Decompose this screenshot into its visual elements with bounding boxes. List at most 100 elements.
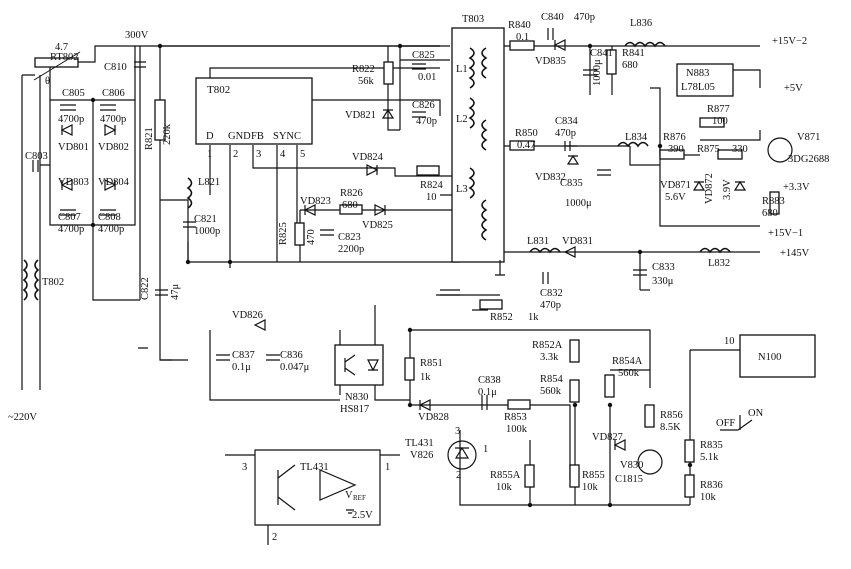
r854-value: 560k [540,386,562,397]
r825-value: 470 [306,229,317,245]
r822-value: 56k [358,76,375,87]
inset-tl431-name: TL431 [300,462,329,473]
c833-value: 330μ [652,276,674,287]
tl431-opamp [319,469,357,501]
v826-body [447,440,477,470]
v871-body [767,137,793,163]
rt802-symbol [34,57,79,68]
c841-value: 1000μ [592,59,603,86]
junction-dots [90,43,693,508]
c834-ref: C834 [555,116,579,127]
r852-value: 1k [528,312,539,323]
l836-ref: L836 [630,18,652,29]
c836-value: 0.047μ [280,362,310,373]
vd831-ref: VD831 [562,236,593,247]
vd801-ref: VD801 [58,142,89,153]
r875-value: 330 [732,144,748,155]
r821-ref: R821 [144,127,155,150]
c826-ref: C826 [412,100,435,111]
n883-part: L78L05 [681,82,715,93]
diode-symbols [60,39,747,451]
n883-ref: N883 [686,68,709,79]
c823-value: 2200p [338,244,364,255]
l821-ref: L821 [198,177,220,188]
c807-ref: C807 [58,212,81,223]
ic-pin-3: 3 [256,149,261,160]
r852-ref: R852 [490,312,513,323]
r883-value: 680 [762,208,778,219]
labels: 4.7 RT802 θ C810 C805 C806 4700p 4700p V… [8,12,829,543]
l832-ref: L832 [708,258,730,269]
r855-ref: R855 [582,470,605,481]
r826-value: 680 [342,200,358,211]
c808-value: 4700p [98,224,124,235]
v826-ref: V826 [410,450,433,461]
v871-part: 3DG2688 [788,154,829,165]
r854-ref: R854 [540,374,564,385]
ic-n801 [195,77,313,145]
vd828-ref: VD828 [418,412,449,423]
n100-ref: N100 [758,352,781,363]
vd835-ref: VD835 [535,56,566,67]
vd871-value: 5.6V [665,192,686,203]
c838-value: 0.1μ [478,387,497,398]
inset-pin1: 1 [385,462,390,473]
r853-value: 100k [506,424,528,435]
v826-pin3: 3 [455,426,460,437]
rt802-ref: RT802 [50,52,79,63]
c840-value: 470p [574,12,595,23]
c805-value: 4700p [58,114,84,125]
r883-ref: R883 [762,196,785,207]
c822-ref: C822 [140,277,151,300]
r824-value: 10 [426,192,437,203]
r836-value: 10k [700,492,717,503]
rt802-value: 4.7 [55,42,68,53]
v830-body [637,449,663,475]
c826-value: 470p [416,116,437,127]
c806-ref: C806 [102,88,125,99]
resistor-symbols [154,40,780,498]
ic-pin-2: 2 [233,149,238,160]
vd832-ref: VD832 [535,172,566,183]
ic-n801-ref: T802 [207,84,230,96]
inset-vref-val: 2.5V [352,510,373,521]
r841-ref: R841 [622,48,645,59]
r855a-value: 10k [496,482,513,493]
n830-part: HS817 [340,404,369,415]
r825-ref: R825 [278,222,289,245]
winding-l2: L2 [456,114,468,125]
rail-5v: +5V [784,83,803,94]
r876-value: 390 [668,144,684,155]
c834-value: 470p [555,128,576,139]
r835-ref: R835 [700,440,723,451]
n100-box [739,334,816,378]
switch-on: ON [748,408,764,419]
vd871-ref: VD871 [660,180,691,191]
ic-pin-sync-label: SYNC [273,131,301,142]
c835-value: 1000μ [565,198,592,209]
switch-off: OFF [716,418,735,429]
v826-pin2: 2 [456,470,461,481]
r875-ref: R875 [697,144,720,155]
c821-value: 1000p [194,226,220,237]
r854a-ref: R854A [612,356,643,367]
rail-15v2: +15V−2 [772,36,807,47]
r855-value: 10k [582,482,599,493]
c808-ref: C808 [98,212,121,223]
r850-value: 0.47 [517,140,535,151]
c810-ref: C810 [104,62,127,73]
ic-pin-1: 1 [207,149,212,160]
ic-pin-fb-label: FB [251,131,264,142]
c832-value: 470p [540,300,561,311]
c807-value: 4700p [58,224,84,235]
vd823-ref: VD823 [300,196,331,207]
c840-ref: C840 [541,12,564,23]
vd802-ref: VD802 [98,142,129,153]
r852a-ref: R852A [532,340,563,351]
r822-ref: R822 [352,64,375,75]
vd872-value: 3.9V [722,179,733,200]
r826-ref: R826 [340,188,363,199]
r821-value: 220k [162,123,173,145]
r836-ref: R836 [700,480,723,491]
r877-value: 100 [712,116,728,127]
